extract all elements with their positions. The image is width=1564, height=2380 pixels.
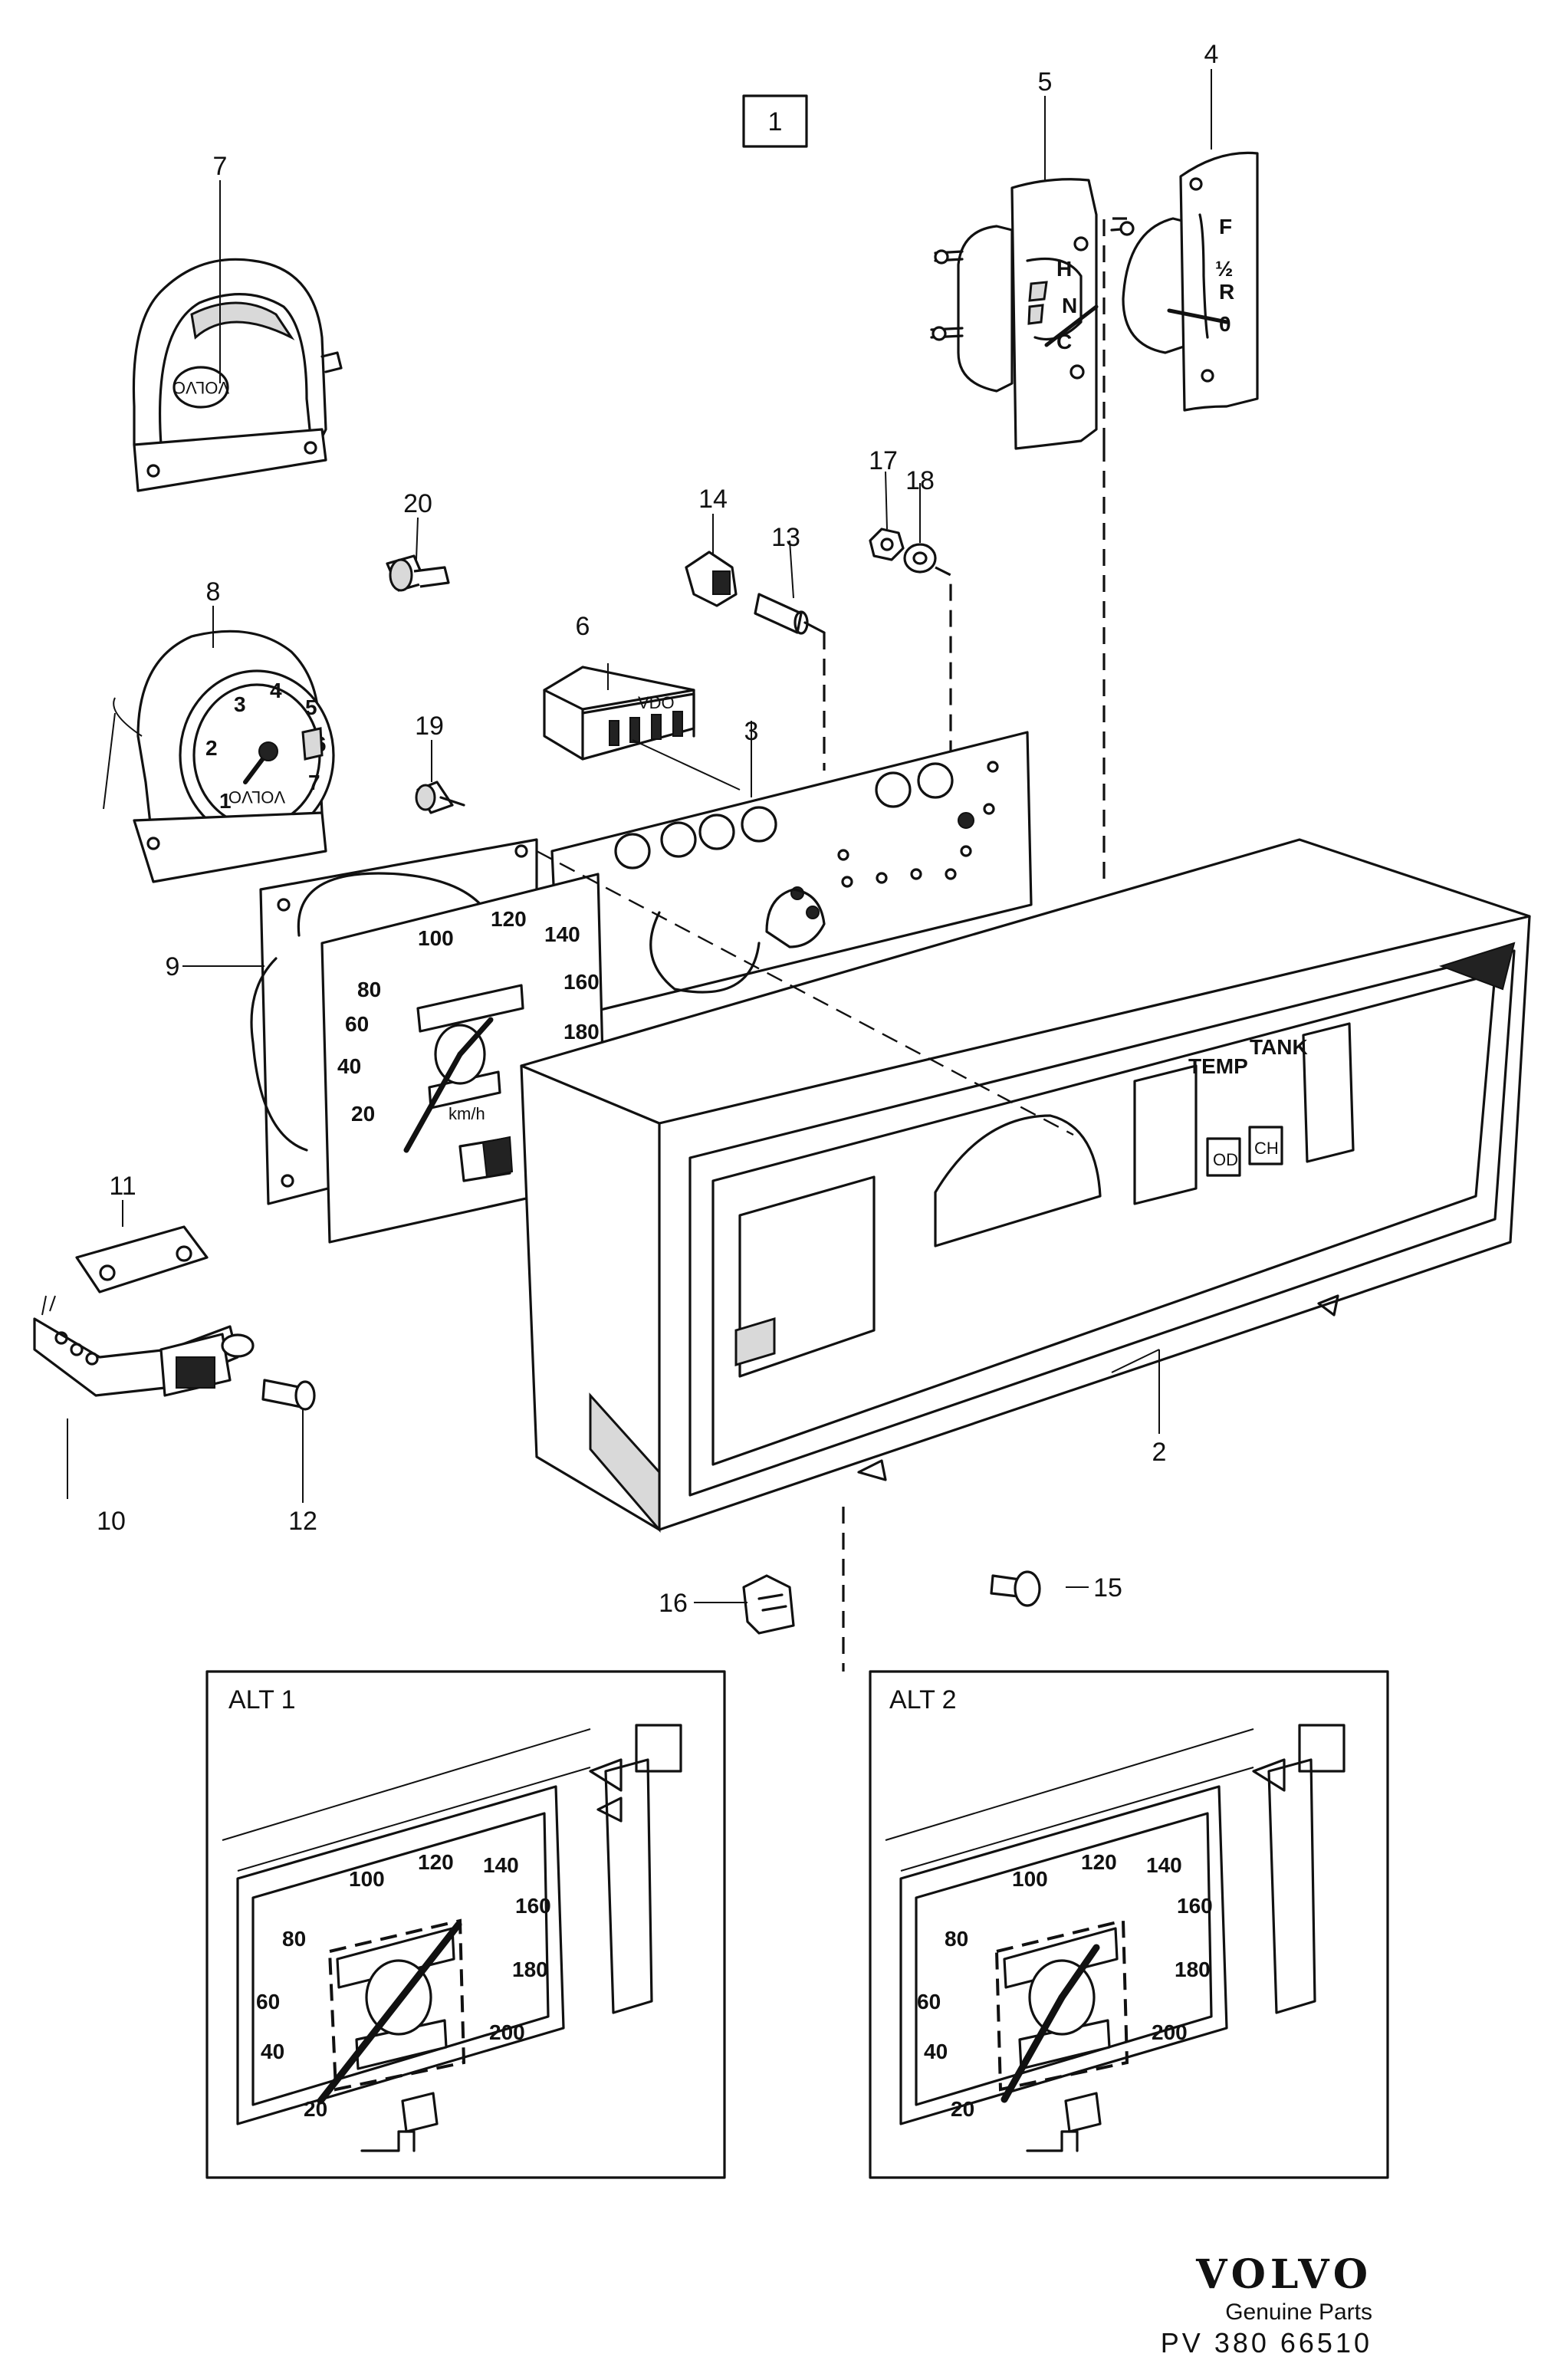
speedo-num-80: 80: [357, 978, 381, 1001]
alt1-num-60: 60: [256, 1990, 280, 2013]
speedo-unit: km/h: [449, 1104, 485, 1123]
callout-2: 2: [1152, 1438, 1167, 1467]
speedo-num-160: 160: [564, 970, 600, 994]
fuel-half-label: ½: [1215, 257, 1233, 281]
brand-block: VOLVO Genuine Parts PV 380 66510: [1161, 2251, 1372, 2359]
tach-num-7: 7: [308, 771, 320, 794]
callout-18: 18: [905, 466, 935, 495]
brand-name: VOLVO: [1196, 2251, 1372, 2298]
panel-ch-label: CH: [1254, 1139, 1279, 1158]
tach-brand: VOLVO: [228, 787, 285, 807]
tach-num-5: 5: [305, 695, 317, 719]
temp-h-label: H: [1056, 257, 1072, 281]
speedo-num-120: 120: [491, 907, 527, 931]
leader-lines: [67, 69, 1212, 1603]
alt2-num-20: 20: [951, 2097, 974, 2121]
alt1-num-160: 160: [515, 1894, 551, 1918]
lamp-holder-part-11: [75, 1225, 209, 1294]
bulb-holder-part-14: [685, 551, 738, 607]
callout-14: 14: [698, 485, 728, 514]
speedo-num-20: 20: [351, 1102, 375, 1126]
fuel-0-label: 0: [1219, 312, 1231, 336]
gauge-cover-part-7: VOLVO: [132, 258, 343, 492]
screw-part-20: [386, 554, 450, 592]
alt1-inset: ALT 1 20 40 60 80 100 120 140 160 180 20…: [205, 1670, 726, 2179]
nut-part-17: [869, 528, 905, 561]
alt2-num-40: 40: [924, 2040, 948, 2063]
clip-part-16: [742, 1574, 795, 1635]
tachometer-part-8: 1 2 3 4 5 6 7 VOLVO: [103, 630, 335, 883]
alt1-num-80: 80: [282, 1927, 306, 1951]
alt2-num-100: 100: [1012, 1867, 1048, 1891]
callout-3: 3: [744, 717, 759, 746]
panel-temp-label: TEMP: [1188, 1054, 1248, 1078]
callout-10: 10: [97, 1507, 126, 1536]
alt2-num-200: 200: [1152, 2020, 1188, 2044]
speedo-num-180: 180: [564, 1020, 600, 1044]
tach-num-1: 1: [219, 789, 232, 813]
tach-num-2: 2: [205, 736, 218, 760]
callout-12: 12: [288, 1507, 317, 1536]
alt2-title: ALT 2: [889, 1685, 957, 1714]
part-code: PV 380 66510: [1160, 2327, 1372, 2359]
temp-n-label: N: [1062, 294, 1077, 317]
temperature-gauge-part-5: H N C: [930, 178, 1099, 450]
callout-19: 19: [415, 712, 444, 741]
alt1-num-100: 100: [349, 1867, 385, 1891]
switch-bracket-part-10: [33, 1295, 255, 1397]
fuel-gauge-part-4: F ½ R 0: [1110, 151, 1259, 412]
alt1-frame: [205, 1670, 726, 2179]
bulb-part-13: [754, 593, 826, 635]
alt2-num-180: 180: [1175, 1958, 1211, 1981]
tach-num-4: 4: [270, 679, 282, 702]
callout-15: 15: [1093, 1573, 1122, 1603]
callout-9: 9: [166, 952, 180, 981]
relay-brand: VDO: [638, 693, 675, 712]
alt2-num-60: 60: [917, 1990, 941, 2013]
speedo-num-40: 40: [337, 1054, 361, 1078]
alt1-title: ALT 1: [228, 1685, 296, 1714]
callout-16: 16: [659, 1589, 688, 1618]
callouts: 2 3 4 5 6 7 8 9 10 11 12 13 14 15 16 17 …: [97, 40, 1218, 1618]
callout-7: 7: [213, 152, 228, 181]
alt2-num-160: 160: [1177, 1894, 1213, 1918]
alt1-num-140: 140: [483, 1853, 519, 1877]
panel-tank-label: TANK: [1250, 1035, 1308, 1059]
callout-20: 20: [403, 489, 432, 518]
alt1-num-120: 120: [418, 1850, 454, 1874]
speedo-num-140: 140: [544, 922, 580, 946]
alt1-num-200: 200: [489, 2020, 525, 2044]
fuel-f-label: F: [1219, 215, 1232, 238]
screw-part-12: [261, 1379, 316, 1411]
speedo-num-60: 60: [345, 1012, 369, 1036]
alt1-num-180: 180: [512, 1958, 548, 1981]
group-label-box: 1: [742, 94, 808, 148]
screw-part-15: [990, 1570, 1041, 1607]
alt1-num-40: 40: [261, 2040, 284, 2063]
screw-part-19: [415, 781, 465, 814]
callout-4: 4: [1204, 40, 1219, 69]
alt2-inset: ALT 2 20 40 60 80 100 120 140 160 180 20…: [869, 1670, 1389, 2179]
alt2-num-80: 80: [945, 1927, 968, 1951]
group-label: 1: [768, 107, 783, 136]
callout-11: 11: [109, 1172, 136, 1201]
callout-5: 5: [1038, 67, 1053, 97]
brand-tagline: Genuine Parts: [1225, 2299, 1372, 2325]
alt2-num-120: 120: [1081, 1850, 1117, 1874]
alt2-frame: [869, 1670, 1389, 2179]
callout-8: 8: [206, 577, 221, 607]
panel-od-label: OD: [1213, 1150, 1238, 1169]
alt2-num-140: 140: [1146, 1853, 1182, 1877]
instrument-housing-part-2: TEMP TANK OD CH: [520, 838, 1531, 1534]
callout-17: 17: [869, 446, 898, 475]
washer-part-18: [903, 543, 937, 574]
fuel-r-label: R: [1219, 280, 1234, 304]
speedo-num-100: 100: [418, 926, 454, 950]
tach-num-3: 3: [234, 692, 246, 716]
callout-6: 6: [576, 612, 590, 641]
relay-part-6: VDO: [543, 666, 741, 791]
callout-13: 13: [771, 523, 800, 552]
